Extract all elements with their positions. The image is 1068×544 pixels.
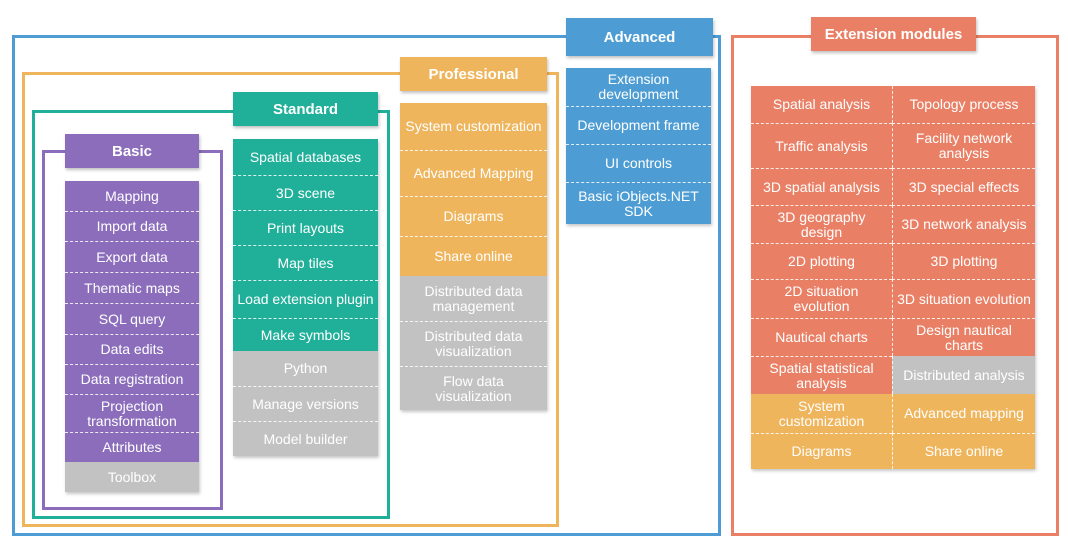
list-item: Projection transformation: [65, 394, 199, 432]
list-item: Python: [233, 351, 378, 386]
list-item: Share online: [400, 236, 547, 276]
list-item: Advanced Mapping: [400, 150, 547, 196]
professional-frame: [22, 72, 559, 527]
extension-grid: Spatial analysis Topology process Traffi…: [751, 86, 1035, 469]
grid-cell: 2D plotting: [751, 243, 892, 279]
list-item: Distributed data visualization: [400, 321, 547, 366]
grid-cell: Spatial analysis: [751, 86, 892, 123]
grid-cell: Spatial statistical analysis: [751, 356, 892, 394]
grid-cell: Share online: [892, 433, 1035, 469]
list-item: Export data: [65, 241, 199, 272]
standard-items: Spatial databases 3D scene Print layouts…: [233, 139, 378, 456]
grid-cell: System customization: [751, 394, 892, 433]
list-item: Attributes: [65, 432, 199, 462]
list-item: Load extension plugin: [233, 280, 378, 318]
list-item: Data edits: [65, 334, 199, 364]
grid-cell: Nautical charts: [751, 318, 892, 356]
list-item: Toolbox: [65, 462, 199, 492]
list-item: UI controls: [566, 144, 711, 182]
list-item: Thematic maps: [65, 272, 199, 303]
standard-header: Standard: [233, 92, 378, 126]
grid-cell: 3D network analysis: [892, 205, 1035, 243]
list-item: Manage versions: [233, 386, 378, 421]
grid-cell: Advanced mapping: [892, 394, 1035, 433]
extension-header: Extension modules: [811, 17, 976, 51]
list-item: Extension development: [598, 71, 679, 102]
list-item: Data registration: [65, 364, 199, 394]
professional-header: Professional: [400, 57, 547, 91]
list-item: Map tiles: [233, 245, 378, 280]
list-item: 3D scene: [233, 175, 378, 210]
grid-cell: Topology process: [892, 86, 1035, 123]
grid-cell: Facility network analysis: [892, 123, 1035, 168]
list-item: Diagrams: [400, 196, 547, 236]
list-item: System customization: [400, 103, 547, 150]
list-item: Spatial databases: [233, 139, 378, 175]
list-item: Basic iObjects.NET SDK: [566, 182, 711, 224]
grid-cell: 3D special effects: [892, 168, 1035, 205]
list-item: Import data: [65, 211, 199, 241]
list-item: Flow data visualization: [400, 366, 547, 410]
grid-cell: Design nautical charts: [892, 318, 1035, 356]
list-item: SQL query: [65, 303, 199, 334]
grid-cell: Traffic analysis: [751, 123, 892, 168]
list-item: Make symbols: [233, 318, 378, 351]
grid-cell: 3D plotting: [892, 243, 1035, 279]
grid-cell: 3D spatial analysis: [751, 168, 892, 205]
grid-cell: 3D situation evolution: [892, 279, 1035, 318]
list-item: Distributed data management: [400, 276, 547, 321]
advanced-frame: [12, 35, 721, 536]
list-item: Development frame: [566, 106, 711, 144]
standard-frame: [32, 110, 390, 519]
advanced-items: Extension development Development frame …: [566, 68, 711, 224]
advanced-header: Advanced: [566, 18, 713, 56]
basic-items: Mapping Import data Export data Thematic…: [65, 181, 199, 492]
grid-cell: 2D situation evolution: [751, 279, 892, 318]
professional-items: System customization Advanced Mapping Di…: [400, 103, 547, 410]
list-item: Print layouts: [233, 210, 378, 245]
list-item: Mapping: [65, 181, 199, 211]
basic-header: Basic: [65, 134, 199, 168]
list-item: Model builder: [233, 421, 378, 456]
grid-cell: Diagrams: [751, 433, 892, 469]
grid-cell: 3D geography design: [751, 205, 892, 243]
grid-cell: Distributed analysis: [892, 356, 1035, 394]
